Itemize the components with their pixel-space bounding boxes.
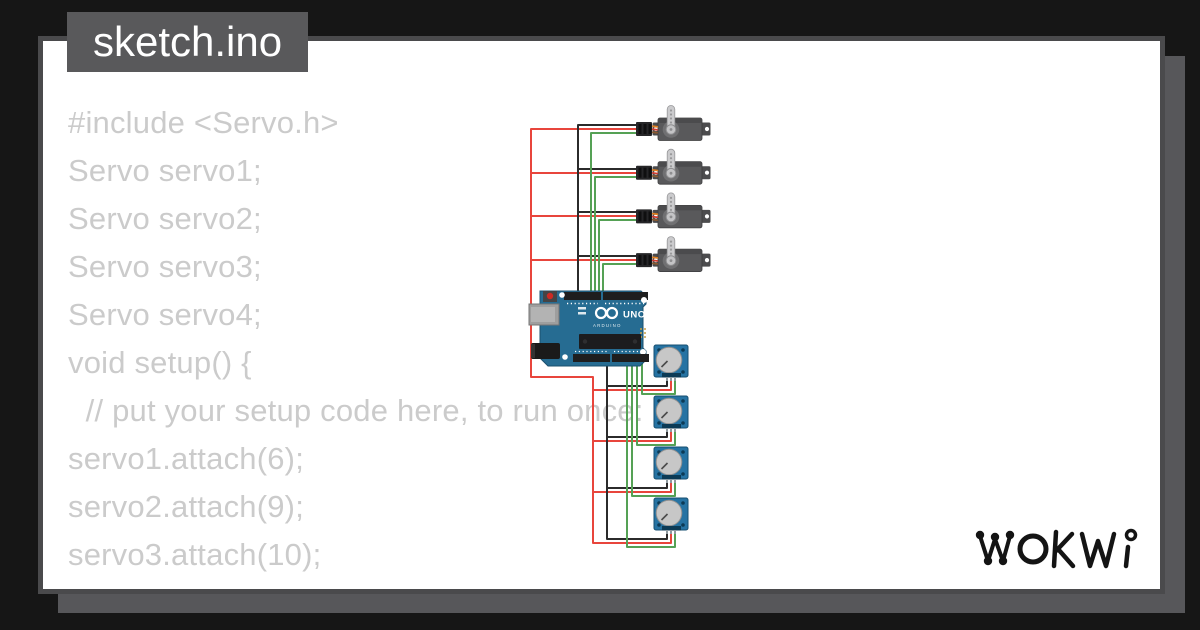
code-editor: #include <Servo.h> Servo servo1; Servo ser…	[68, 99, 644, 589]
file-tab: sketch.ino	[67, 12, 309, 72]
code-line: servo4.attach(11);	[68, 579, 644, 589]
code-line: Servo servo3;	[68, 249, 262, 284]
code-line: Servo servo1;	[68, 153, 262, 188]
code-line: #include <Servo.h>	[68, 105, 339, 140]
content-card: #include <Servo.h> Servo servo1; Servo ser…	[38, 36, 1165, 594]
code-line: void setup() {	[68, 345, 252, 380]
file-name: sketch.ino	[93, 18, 283, 65]
code-line: // put your setup code here, to run once…	[68, 393, 644, 428]
code-line: servo2.attach(9);	[68, 489, 305, 524]
code-line: Servo servo2;	[68, 201, 262, 236]
code-line: Servo servo4;	[68, 297, 262, 332]
code-line: servo1.attach(6);	[68, 441, 305, 476]
code-line: servo3.attach(10);	[68, 537, 322, 572]
wokwi-logo: WOKWI	[972, 520, 1152, 574]
